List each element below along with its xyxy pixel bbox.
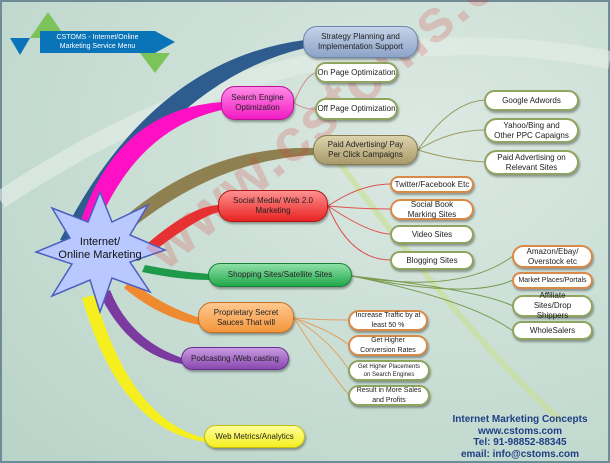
- leaf-video[interactable]: Video Sites: [390, 225, 474, 244]
- leaf-traffic[interactable]: Increase Traffic by at least 50 %: [348, 310, 428, 331]
- leaf-placements[interactable]: Get Higher Placements on Search Engines: [348, 360, 430, 381]
- leaf-wholesalers[interactable]: WholeSalers: [512, 321, 593, 340]
- leaf-blogging[interactable]: Blogging Sites: [390, 251, 474, 270]
- center-line2: Online Marketing: [58, 249, 142, 261]
- branch-shopping: [142, 265, 210, 280]
- leaf-twitter[interactable]: Twitter/Facebook Etc: [390, 176, 474, 193]
- branch-metrics: [82, 295, 205, 442]
- title-line2: Marketing Service Menu: [59, 43, 136, 50]
- node-shopping[interactable]: Shopping Sites/Satellite Sites: [208, 263, 352, 287]
- center-star-shape: [33, 189, 168, 315]
- node-podcasting[interactable]: Podcasting /Web casting: [181, 347, 289, 370]
- branch-social: [140, 205, 220, 258]
- node-metrics[interactable]: Web Metrics/Analytics: [204, 425, 305, 448]
- contact-heading: Internet Marketing Concepts: [452, 414, 588, 425]
- center-line1: Internet/: [79, 236, 121, 248]
- node-strategy[interactable]: Strategy Planning and Implementation Sup…: [303, 26, 418, 58]
- leaf-amazon[interactable]: Amazon/Ebay/ Overstock etc: [512, 245, 593, 268]
- contact-tel: Tel: 91-98852-88345: [473, 437, 567, 448]
- branch-paid: [110, 147, 314, 240]
- leaf-google[interactable]: Google Adwords: [484, 90, 579, 111]
- node-proprietary[interactable]: Proprietary Secret Sauces That will: [198, 302, 294, 333]
- title-line1: CSTOMS - Internet/Online: [56, 34, 139, 41]
- leaf-conversion[interactable]: Get Higher Conversion Rates: [348, 335, 428, 356]
- branch-podcasting: [100, 290, 182, 364]
- branch-proprietary: [124, 280, 200, 325]
- leaf-affiliate[interactable]: Affiliate Sites/Drop Shippers: [512, 291, 593, 320]
- center-node[interactable]: Internet/Online Marketing: [50, 236, 150, 262]
- leaf-yahoo[interactable]: Yahoo/Bing and Other PPC Capaigns: [484, 118, 579, 143]
- leaf-sales[interactable]: Result in More Sales and Profits: [348, 385, 430, 406]
- leaf-on-page[interactable]: On Page Optimization: [315, 62, 398, 83]
- contact-email[interactable]: email: info@cstoms.com: [460, 448, 580, 460]
- leaf-marketplaces[interactable]: Market Places/Portals: [512, 272, 593, 289]
- leaf-off-page[interactable]: Off Page Optimization: [315, 98, 398, 120]
- leaf-relevant[interactable]: Paid Advertising on Relevant Sites: [484, 150, 579, 175]
- contact-website[interactable]: www.cstoms.com: [477, 425, 563, 437]
- node-seo[interactable]: Search Engine Optimization: [221, 86, 294, 120]
- leaf-bookmarking[interactable]: Social Book Marking Sites: [390, 199, 474, 220]
- contact-block: Internet Marketing Concepts www.cstoms.c…: [440, 414, 600, 460]
- node-social[interactable]: Social Media/ Web 2.0 Marketing: [218, 190, 328, 222]
- node-paid[interactable]: Paid Advertising/ Pay Per Click Campaign…: [313, 135, 418, 165]
